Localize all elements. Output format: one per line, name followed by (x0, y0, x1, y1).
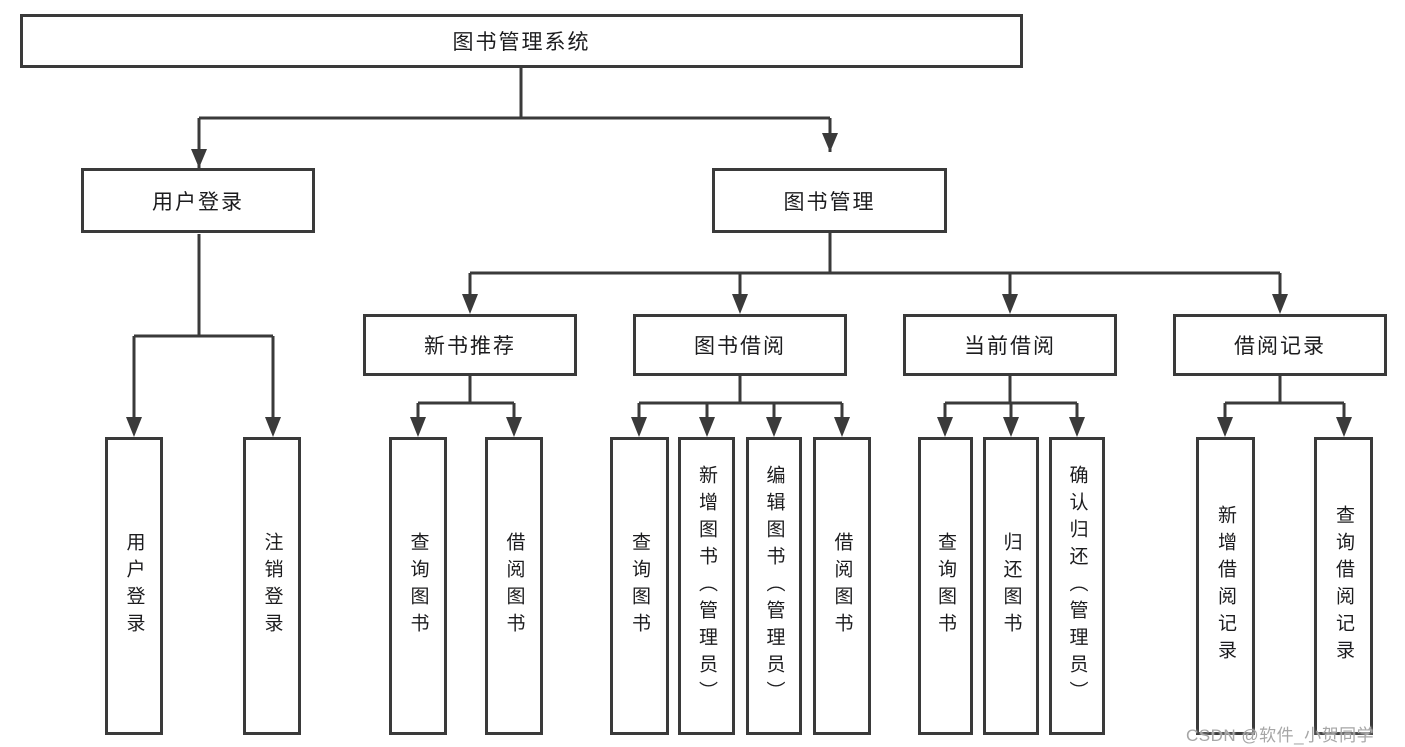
node-label: 新增图书（管理员） (696, 464, 717, 708)
node-label: 新增借阅记录 (1215, 505, 1236, 667)
leaf-logout: 注销登录 (243, 437, 301, 735)
leaf-query-books-2: 查询图书 (610, 437, 669, 735)
leaf-borrow-books-2: 借阅图书 (813, 437, 871, 735)
node-label: 注销登录 (261, 532, 283, 640)
node-label: 借阅图书 (831, 532, 853, 640)
node-label: 当前借阅 (964, 335, 1056, 358)
connector-current-borrow-group (937, 376, 1085, 437)
node-label: 归还图书 (1000, 532, 1022, 640)
node-current-borrowing: 当前借阅 (903, 314, 1117, 376)
node-label: 借阅图书 (503, 532, 525, 640)
leaf-query-books-3: 查询图书 (918, 437, 973, 735)
node-label: 查询图书 (935, 532, 956, 640)
leaf-query-borrow-record: 查询借阅记录 (1314, 437, 1373, 735)
connector-new-book-group (410, 376, 522, 437)
connector-book-mgmt-group (462, 233, 1288, 314)
leaf-return-books: 归还图书 (983, 437, 1039, 735)
leaf-query-books-1: 查询图书 (389, 437, 447, 735)
node-book-borrowing: 图书借阅 (633, 314, 847, 376)
node-root-library-system: 图书管理系统 (20, 14, 1023, 68)
node-user-login: 用户登录 (81, 168, 315, 233)
node-borrowing-records: 借阅记录 (1173, 314, 1387, 376)
node-label: 借阅记录 (1234, 335, 1326, 358)
node-book-management: 图书管理 (712, 168, 947, 233)
leaf-add-borrow-record: 新增借阅记录 (1196, 437, 1255, 735)
node-label: 查询借阅记录 (1333, 505, 1354, 667)
connector-book-borrow-group (631, 376, 850, 437)
csdn-watermark: CSDN @软件_小贺同学 (1186, 726, 1375, 745)
node-label: 查询图书 (629, 532, 650, 640)
leaf-confirm-return-admin: 确认归还（管理员） (1049, 437, 1105, 735)
node-label: 查询图书 (407, 532, 429, 640)
node-label: 新书推荐 (424, 335, 516, 358)
node-new-book-recommend: 新书推荐 (363, 314, 577, 376)
node-label: 图书管理 (783, 190, 876, 214)
connector-borrow-records-group (1217, 376, 1352, 437)
node-label: 编辑图书（管理员） (763, 464, 785, 708)
leaf-borrow-books-1: 借阅图书 (485, 437, 543, 735)
leaf-edit-books-admin: 编辑图书（管理员） (746, 437, 802, 735)
leaf-add-books-admin: 新增图书（管理员） (678, 437, 735, 735)
connector-root-to-level2 (191, 68, 838, 421)
leaf-user-login: 用户登录 (105, 437, 163, 735)
node-label: 用户登录 (123, 532, 145, 640)
node-label: 用户登录 (152, 190, 244, 214)
connector-user-login-group (126, 234, 281, 437)
connector-root-left-drop (191, 118, 207, 168)
node-label: 确认归还（管理员） (1066, 464, 1088, 708)
node-label: 图书管理系统 (452, 31, 591, 54)
node-label: 图书借阅 (694, 335, 786, 358)
